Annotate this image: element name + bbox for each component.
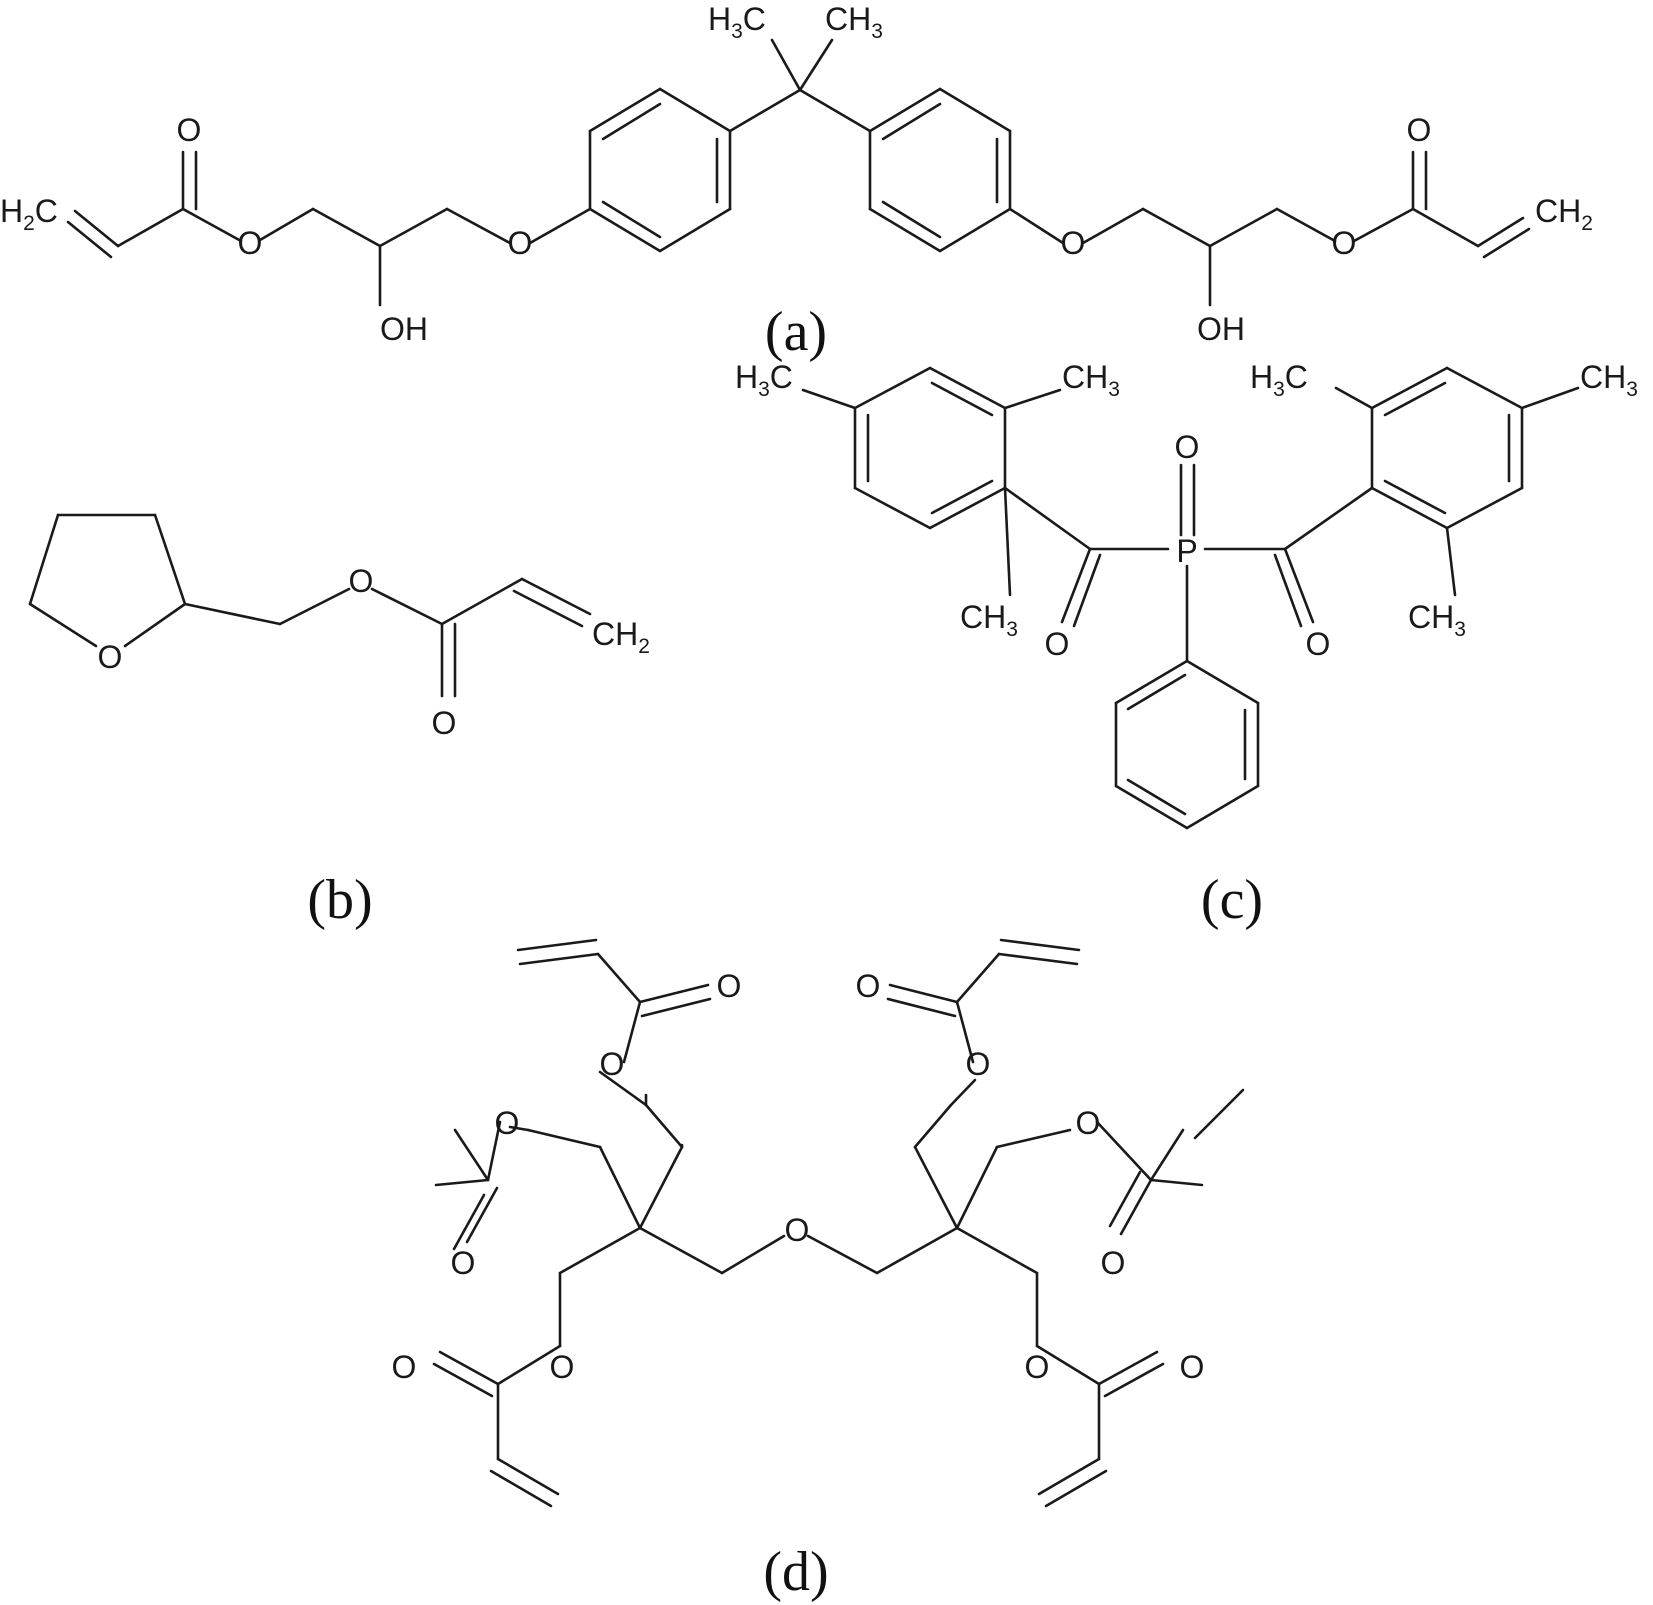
atom-ch3-c1: CH3 [1062,359,1120,401]
atom-ch3-top: CH3 [825,1,883,43]
atom-o-a2: O [238,225,263,261]
atom-o-phosphoryl: O [1175,429,1200,465]
atom-o-c1: O [1045,626,1070,662]
atom-o-d11: O [1025,1349,1050,1385]
structure-d: O O O O O O O O O O O O O (d) [392,938,1245,1603]
atom-o-c2: O [1306,626,1331,662]
atom-o-d8: O [856,968,881,1004]
atom-o-a1: O [177,112,202,148]
panel-label-a: (a) [765,301,827,363]
atom-ch3-c2: CH3 [1580,359,1638,401]
panel-label-c: (c) [1201,869,1263,931]
structure-a-atom-labels: H2C O O OH O H3C CH3 O OH O O CH2 [0,1,1593,347]
structure-c-atom-labels: H3C CH3 H3C CH3 O P O O CH3 CH3 [735,359,1638,662]
atom-o-d2: O [717,968,742,1004]
atom-h2c-left: H2C [0,193,58,235]
atom-h3c-c1: H3C [735,359,793,401]
atom-o-d4: O [451,1245,476,1281]
atom-o-a4: O [1061,225,1086,261]
atom-o-d3: O [495,1105,520,1141]
atom-o-d7: O [966,1046,991,1082]
atom-o-a5: O [1332,225,1357,261]
atom-o-carbonyl-b: O [432,705,457,741]
structure-d-bonds [432,938,1245,1508]
atom-o-ester-b: O [349,563,374,599]
atom-o-d12: O [1180,1349,1205,1385]
panel-label-d: (d) [763,1541,828,1603]
structure-a-bonds [66,38,1531,307]
structure-c-bonds [801,366,1580,830]
atom-o-d9: O [1076,1105,1101,1141]
atom-o-d1: O [600,1046,625,1082]
atom-h3c-c2: H3C [1250,359,1308,401]
atom-h3c-top: H3C [708,1,766,43]
atom-o-d5: O [550,1349,575,1385]
panel-label-b: (b) [307,869,372,931]
atom-ch3-c4: CH3 [1408,599,1466,641]
atom-p: P [1176,533,1197,569]
structure-c: H3C CH3 H3C CH3 O P O O CH3 CH3 (c) [735,359,1638,931]
atom-o-ring-b: O [98,639,123,675]
atom-o-d6: O [392,1349,417,1385]
atom-oh-a1: OH [380,311,428,347]
structure-d-atom-labels: O O O O O O O O O O O O O [392,968,1205,1385]
structure-a: H2C O O OH O H3C CH3 O OH O O CH2 (a) [0,1,1593,363]
atom-ch2-right: CH2 [1535,193,1593,235]
structure-b-bonds [28,513,592,698]
atom-ch3-c3: CH3 [960,599,1018,641]
atom-o-d10: O [1101,1245,1126,1281]
atom-oh-a2: OH [1197,311,1245,347]
structure-b: O O O CH2 (b) [28,513,650,931]
atom-o-a3: O [508,225,533,261]
atom-ch2-b: CH2 [592,616,650,658]
atom-o-a6: O [1407,112,1432,148]
structure-b-atom-labels: O O O CH2 [98,563,650,741]
atom-o-ether-d: O [785,1212,810,1248]
